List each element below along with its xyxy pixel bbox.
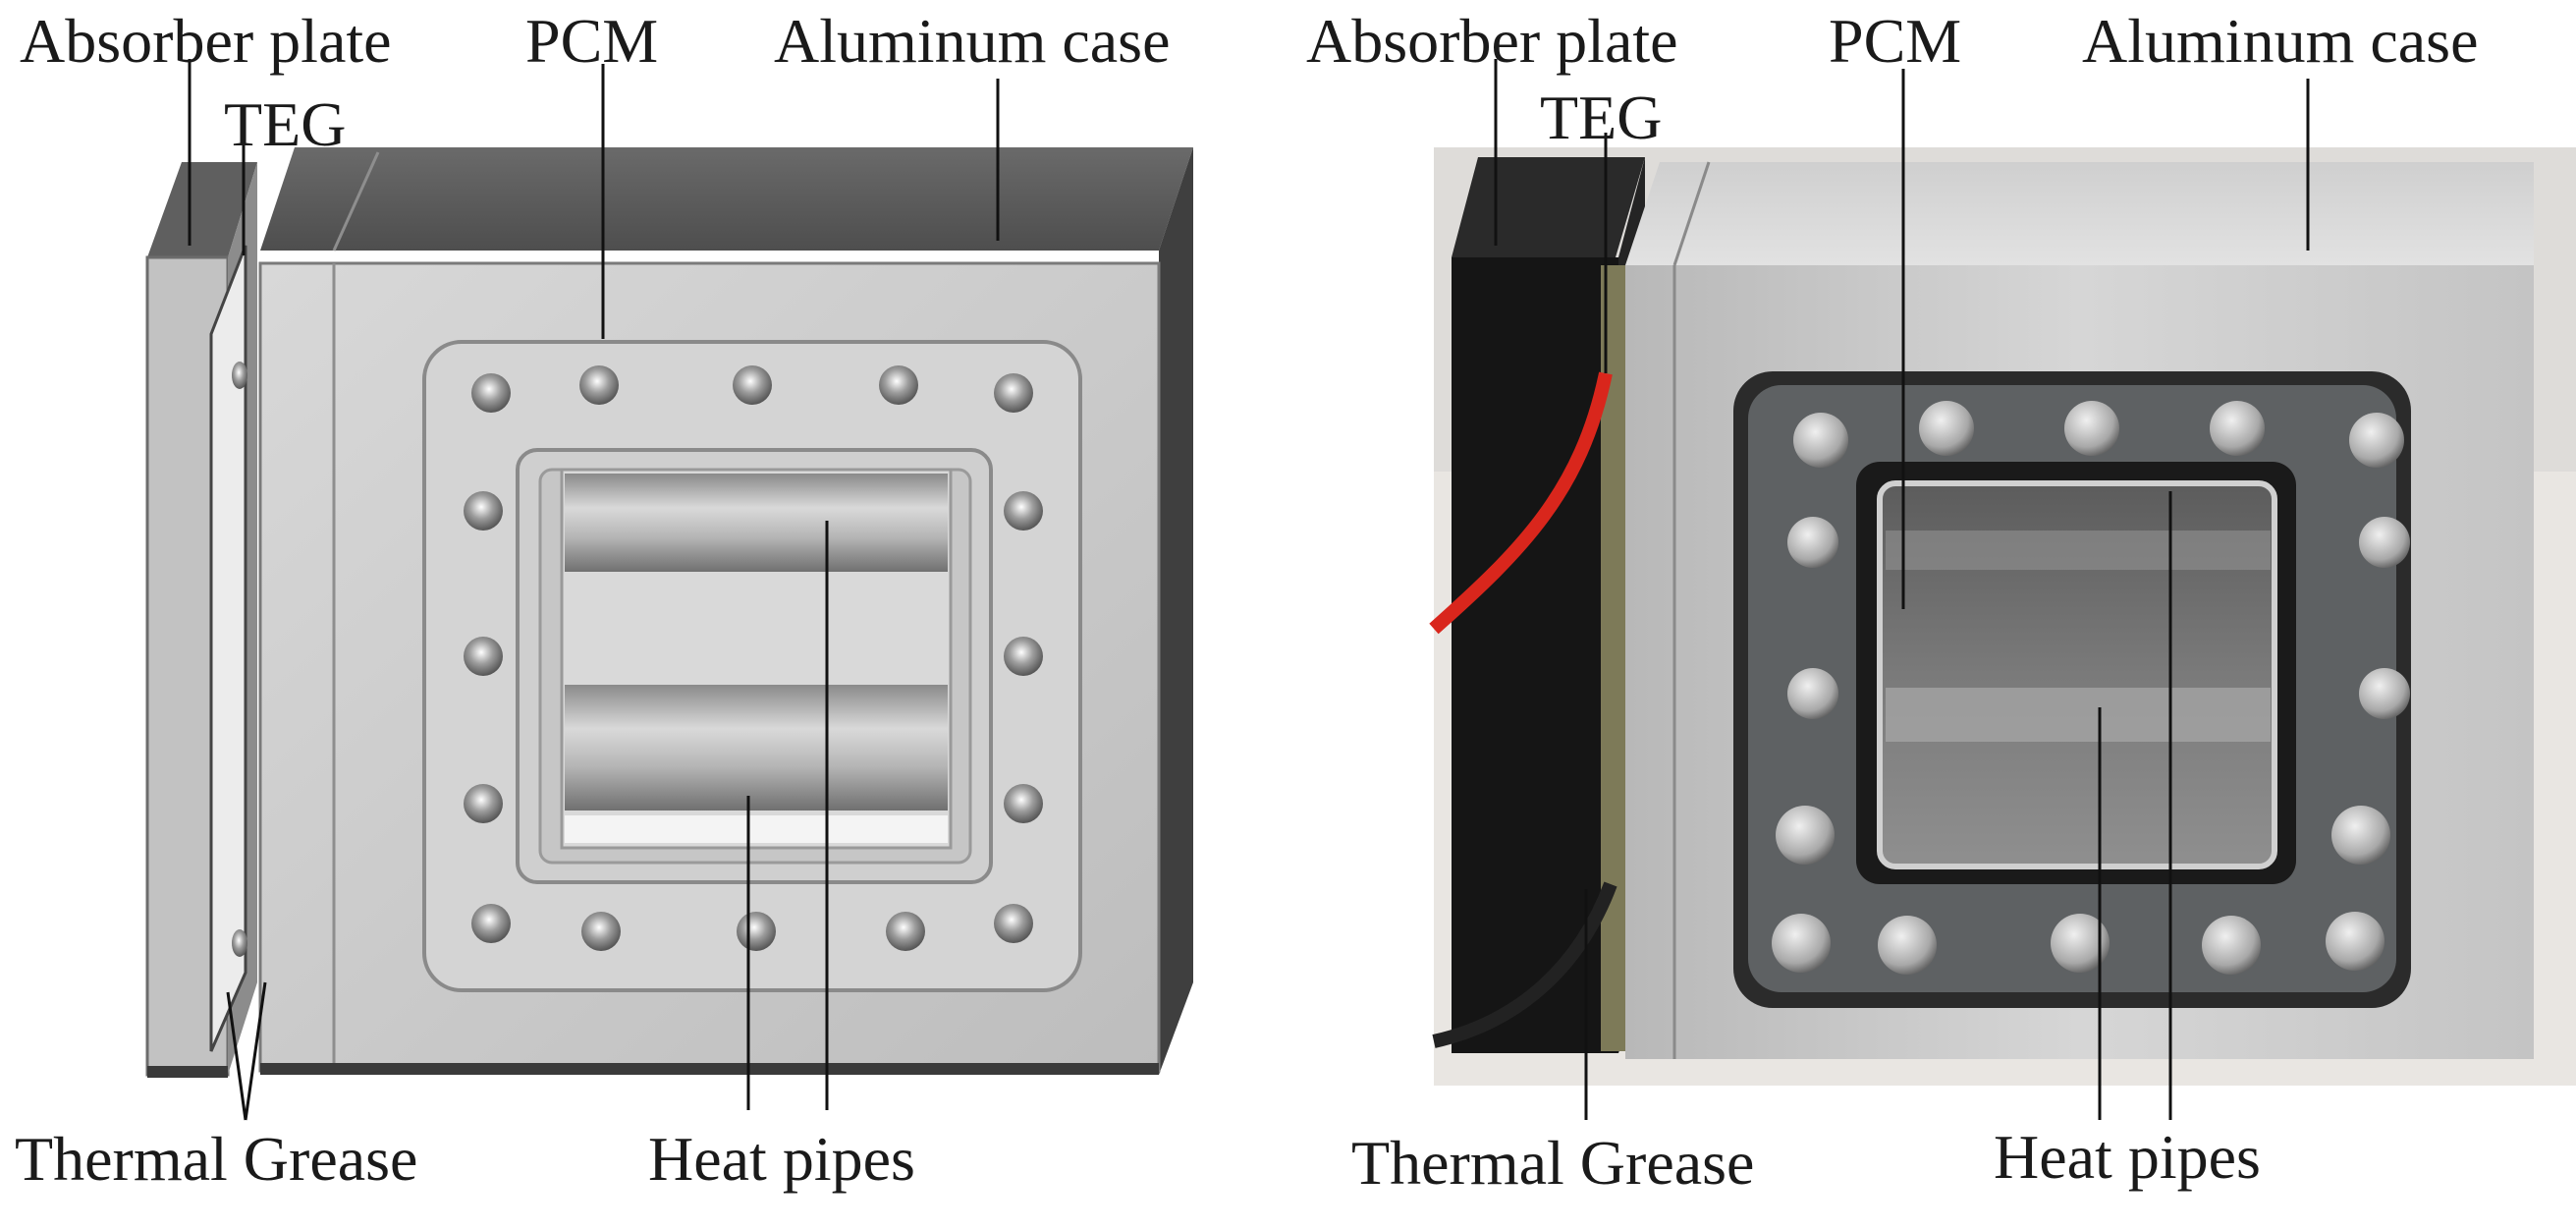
thermal-grease-label: Thermal Grease <box>1351 1128 1755 1198</box>
upper-heat-pipe <box>565 474 948 572</box>
aluminum-case-label: Aluminum case <box>774 6 1171 76</box>
heat-pipes-label: Heat pipes <box>1994 1122 2261 1192</box>
absorber-plate-label: Absorber plate <box>1306 6 1678 76</box>
pcm-window <box>560 468 953 850</box>
photo-panel: Absorber plate TEG PCM Aluminum case The… <box>1287 0 2576 1230</box>
teg-label: TEG <box>224 89 347 159</box>
heat-pipes-label: Heat pipes <box>648 1124 915 1194</box>
lower-heat-pipe <box>565 685 948 811</box>
screw-holes <box>464 365 1043 951</box>
pcm-label: PCM <box>525 6 659 76</box>
leader-lines <box>188 59 1000 1121</box>
heat-pipe-photo <box>1886 688 2271 742</box>
aluminum-case-label: Aluminum case <box>2082 6 2479 76</box>
screws <box>1772 401 2410 975</box>
device-photo <box>1429 59 2576 1120</box>
teg-shape <box>209 245 247 1052</box>
thermal-grease-label: Thermal Grease <box>15 1124 418 1194</box>
pcm-label: PCM <box>1829 6 1962 76</box>
cad-drawing-panel: Absorber plate TEG PCM Aluminum case The… <box>0 0 1287 1230</box>
red-wire <box>1429 371 1613 635</box>
teg-label: TEG <box>1540 83 1663 152</box>
black-wire <box>1432 881 1617 1048</box>
absorber-plate-label: Absorber plate <box>20 6 392 76</box>
leader-lines-photo <box>1494 59 2310 1120</box>
cad-drawing <box>145 59 1193 1121</box>
